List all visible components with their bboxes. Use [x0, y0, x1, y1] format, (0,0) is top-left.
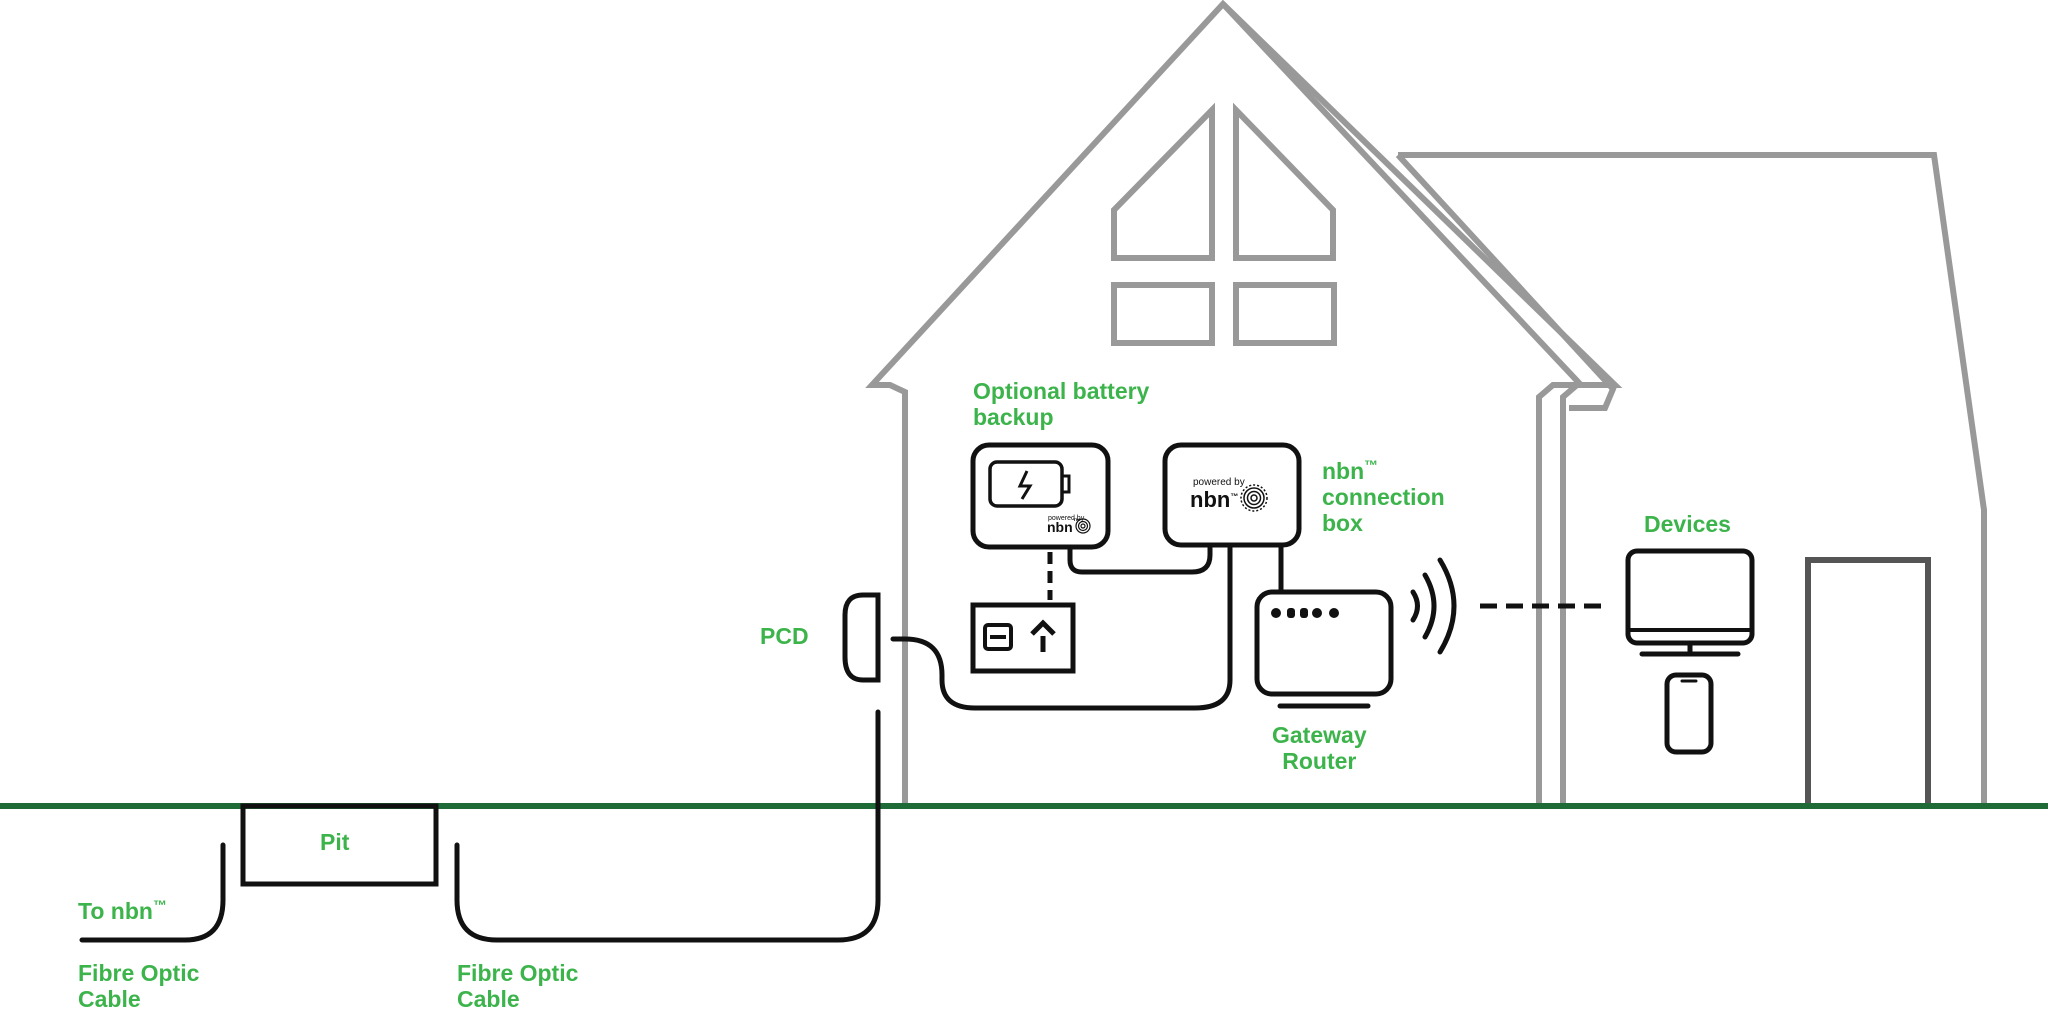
house-extension-outline: [1395, 152, 1987, 805]
battery-powered-by-text: powered by: [1048, 515, 1085, 522]
wifi-signal-icon: [1410, 557, 1457, 655]
to-nbn-label-line: To nbn™: [78, 897, 167, 924]
router-body: [1254, 589, 1394, 697]
connection-box-body: [1162, 442, 1302, 548]
pit-box: [240, 803, 439, 887]
smartphone-icon: [1664, 672, 1714, 755]
connection-box-label-line-1: nbn™: [1322, 457, 1445, 484]
window-pane-left: [1111, 282, 1215, 346]
power-outlet-plate: [970, 602, 1076, 674]
house-inner-wall: [1220, 1, 1588, 805]
battery-backup-box: [970, 442, 1111, 550]
to-nbn-label-tm: ™: [152, 897, 167, 913]
nbn-logo-icon: [1240, 484, 1268, 512]
outlet-switch: [983, 623, 1013, 651]
router-led-5: [1329, 608, 1339, 618]
to-nbn-label: To nbn™: [78, 897, 167, 924]
attic-window-right: [1233, 102, 1336, 261]
fibre-left-line-1: Fibre Optic: [78, 960, 200, 986]
router-led-1: [1271, 608, 1281, 618]
router-led-4: [1312, 608, 1322, 618]
nbn-connection-box: powered by nbn™: [1162, 442, 1302, 548]
outlet-socket: [1030, 619, 1056, 652]
house-outline: [865, 0, 1987, 805]
gateway-router-label-line-1: Gateway: [1272, 722, 1367, 748]
smartphone-body: [1664, 672, 1714, 755]
underground-cabling: [79, 709, 881, 943]
connection-box-label-tm: ™: [1364, 457, 1379, 473]
gateway-router-label: Gateway Router: [1272, 722, 1367, 774]
to-nbn-label-text: To nbn: [78, 898, 153, 924]
connection-box-label: nbn™ connection box: [1322, 457, 1445, 536]
fibre-optic-cable-label-left: Fibre Optic Cable: [78, 960, 199, 1012]
fibre-right-line-2: Cable: [457, 986, 520, 1012]
fibre-right-line-1: Fibre Optic: [457, 960, 579, 986]
pcd-label: PCD: [760, 623, 809, 649]
battery-nbn-logo-text: nbn™: [1047, 517, 1081, 535]
door: [1805, 557, 1931, 805]
pit-label: Pit: [320, 829, 350, 855]
router-led-2: [1287, 608, 1295, 618]
battery-backup-unit: powered by nbn™: [970, 442, 1111, 550]
cable-battery-to-connection-box: [1067, 542, 1213, 575]
indoor-cabling: [890, 542, 1608, 711]
battery-backup-label: Optional battery backup: [973, 378, 1149, 430]
fibre-left-line-2: Cable: [78, 986, 141, 1012]
gateway-router-label-line-2: Router: [1282, 748, 1357, 774]
connection-box-label-nbn: nbn: [1322, 458, 1365, 484]
pcd-unit: [842, 592, 881, 683]
nbn-logo-tm: ™: [1073, 517, 1081, 526]
battery-backup-label-line-1: Optional battery: [973, 378, 1150, 404]
nbn-logo-icon: [1075, 518, 1091, 534]
fibre-optic-cable-label-right: Fibre Optic Cable: [457, 960, 578, 1012]
battery-terminal: [1060, 474, 1071, 494]
window-pane-right: [1233, 282, 1337, 346]
cable-pcd-to-connection-box: [890, 545, 1233, 711]
nbn-logo-tm: ™: [1230, 492, 1238, 501]
monitor-icon: [1625, 548, 1755, 657]
fibre-cable-to-nbn: [79, 842, 226, 943]
router-led-3: [1300, 608, 1308, 618]
connection-box-nbn-logo-text: nbn™: [1190, 487, 1238, 512]
attic-window-left: [1111, 102, 1215, 261]
lightning-icon: [1017, 470, 1033, 500]
battery-backup-label-line-2: backup: [973, 404, 1054, 430]
fibre-cable-to-house: [454, 709, 881, 943]
connection-box-label-line-2: connection: [1322, 484, 1445, 510]
devices-label: Devices: [1644, 511, 1731, 537]
router-icon: [1254, 589, 1394, 709]
power-outlet-icon: [970, 602, 1076, 674]
connection-box-label-line-3: box: [1322, 510, 1363, 536]
connection-box-powered-by-text: powered by: [1193, 477, 1245, 488]
